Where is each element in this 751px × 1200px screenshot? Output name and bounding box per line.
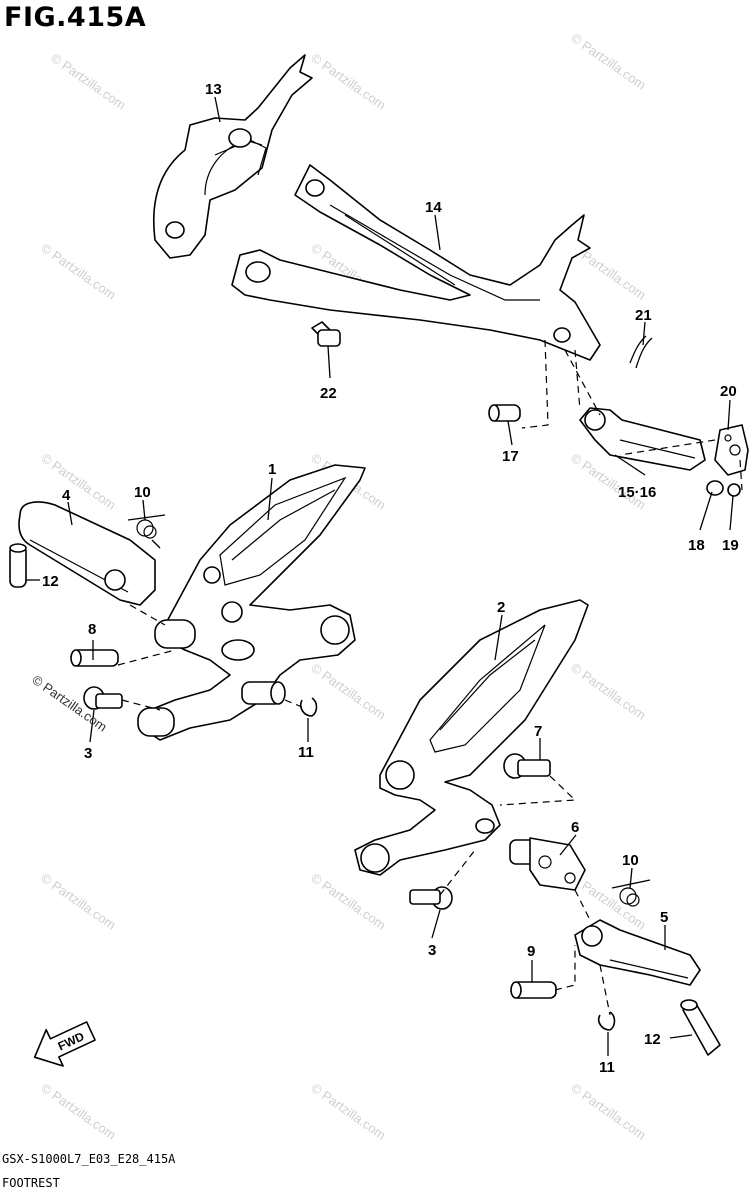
callout-3: 3 bbox=[428, 942, 436, 959]
part-11-clip-lower bbox=[597, 1011, 616, 1031]
callout-22: 22 bbox=[320, 385, 337, 402]
watermark: © Partzilla.com bbox=[38, 240, 118, 303]
callout-17: 17 bbox=[502, 448, 519, 465]
callout-13: 13 bbox=[205, 81, 222, 98]
watermark: © Partzilla.com bbox=[38, 870, 118, 933]
callout-10: 10 bbox=[622, 852, 639, 869]
part-2-right-bracket bbox=[354, 599, 589, 876]
part-12-rubber-lower bbox=[680, 999, 721, 1056]
callout-11: 11 bbox=[298, 744, 314, 761]
part-21-cotter-pin bbox=[629, 335, 653, 369]
callout-1: 1 bbox=[268, 461, 276, 478]
part-8-pin bbox=[70, 649, 119, 667]
watermark: © Partzilla.com bbox=[308, 50, 388, 113]
callout-15-16: 15·16 bbox=[618, 484, 656, 501]
part-22-bolt bbox=[311, 321, 341, 347]
part-1-left-bracket bbox=[137, 464, 366, 741]
part-20-plate bbox=[714, 424, 749, 476]
leader-lines bbox=[26, 96, 734, 1056]
part-17-pin bbox=[488, 404, 521, 422]
callout-14: 14 bbox=[425, 199, 442, 216]
watermark: © Partzilla.com bbox=[308, 660, 388, 723]
watermark: © Partzilla.com bbox=[48, 50, 128, 113]
fwd-arrow: FWD bbox=[33, 1021, 96, 1067]
watermark: © Partzilla.com bbox=[308, 870, 388, 933]
part-11-clip-upper bbox=[299, 697, 318, 717]
callout-12: 12 bbox=[42, 573, 59, 590]
part-7-bolt bbox=[503, 753, 551, 779]
callout-8: 8 bbox=[88, 621, 96, 638]
part-12-rubber-upper bbox=[9, 543, 27, 588]
callout-18: 18 bbox=[688, 537, 705, 554]
watermark: © Partzilla.com bbox=[308, 1080, 388, 1143]
callout-3: 3 bbox=[84, 745, 92, 762]
callout-2: 2 bbox=[497, 599, 505, 616]
part-3-bolt-upper bbox=[83, 686, 123, 710]
watermark: © Partzilla.com bbox=[568, 30, 648, 93]
part-19-ball bbox=[727, 483, 741, 497]
callout-12: 12 bbox=[644, 1031, 661, 1048]
callout-5: 5 bbox=[660, 909, 668, 926]
part-15-16-passenger-peg bbox=[579, 407, 706, 471]
callout-6: 6 bbox=[571, 819, 579, 836]
part-14-rear-bracket bbox=[231, 164, 601, 361]
part-3-bolt-lower bbox=[409, 886, 453, 910]
callouts: 1 2 3 3 4 5 6 7 8 9 10 10 11 11 12 12 13… bbox=[42, 81, 739, 1076]
callout-4: 4 bbox=[62, 487, 71, 504]
part-4-left-peg bbox=[18, 501, 156, 606]
part-5-right-peg bbox=[574, 919, 701, 986]
watermark: © Partzilla.com bbox=[568, 660, 648, 723]
section-name: FOOTREST bbox=[2, 1176, 60, 1190]
watermark: © Partzilla.com bbox=[568, 1080, 648, 1143]
part-6-peg-bracket bbox=[509, 837, 586, 891]
part-18-screw bbox=[706, 480, 724, 496]
callout-20: 20 bbox=[720, 383, 737, 400]
callout-10: 10 bbox=[134, 484, 151, 501]
callout-9: 9 bbox=[527, 943, 535, 960]
callout-19: 19 bbox=[722, 537, 739, 554]
callout-7: 7 bbox=[534, 723, 542, 740]
callout-21: 21 bbox=[635, 307, 652, 324]
callout-11: 11 bbox=[599, 1059, 615, 1076]
figure-title: FIG.415A bbox=[4, 2, 147, 33]
part-13-heel-guard bbox=[152, 54, 313, 259]
part-9-pin bbox=[510, 981, 557, 999]
assembly-lines bbox=[117, 339, 743, 1016]
model-code: GSX-S1000L7_E03_E28_415A bbox=[2, 1152, 176, 1166]
watermark: © Partzilla.com bbox=[38, 1080, 118, 1143]
